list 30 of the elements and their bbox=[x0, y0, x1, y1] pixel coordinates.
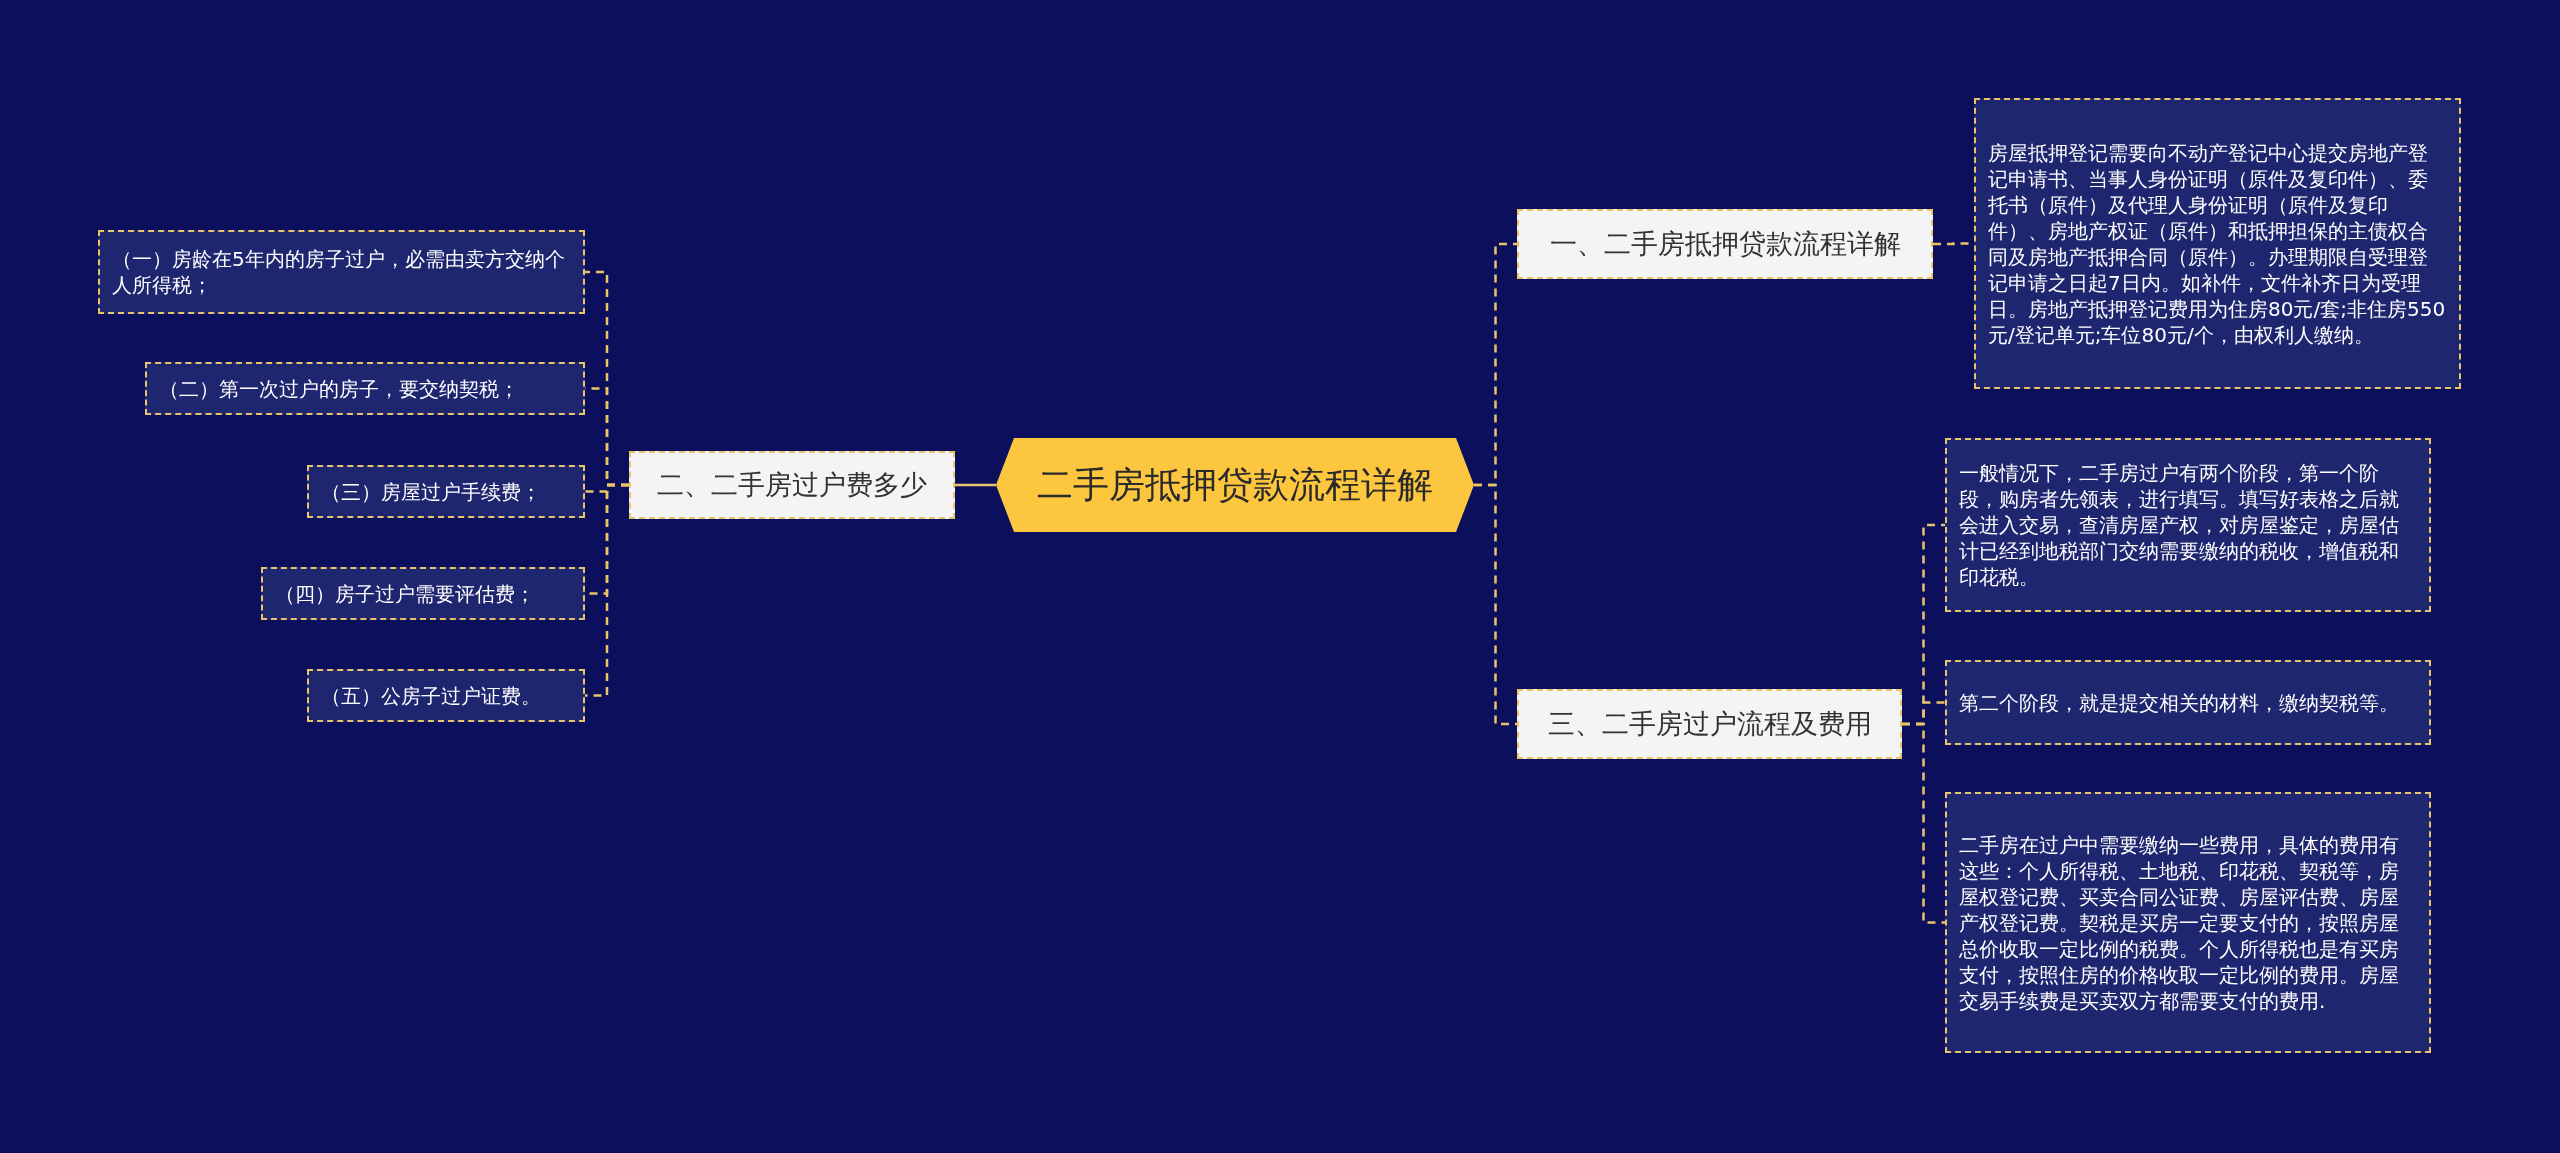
connector-line bbox=[955, 483, 996, 487]
branch-box bbox=[629, 451, 955, 519]
note-box bbox=[1974, 98, 2461, 389]
topic-text: 二手房抵押贷款流程详解 bbox=[1037, 463, 1433, 507]
note-box bbox=[307, 465, 585, 518]
connector-line bbox=[585, 483, 629, 697]
note-box bbox=[1945, 438, 2431, 612]
note-text: （二）第一次过户的房子，要交纳契税； bbox=[159, 375, 520, 402]
note-text: 二手房在过户中需要缴纳一些费用，具体的费用有这些：个人所得税、土地税、印花税、契税等，房屋权登记费、买卖合同公证费、房屋评估费、房屋产权登记费。契税是买房一定要支付的，按照房屋总价收取一定比例的税费。个人所得税也是有买房支付，按照住房的价格收取一定比例的费用。房屋交易手续费是买卖双方都需要支付的费用. bbox=[1959, 831, 2400, 1014]
note-text: （五）公房子过户证费。 bbox=[321, 682, 542, 709]
connector-line bbox=[1902, 722, 1945, 924]
note-text: （一）房龄在5年内的房子过户，必需由卖方交纳个人所得税； bbox=[112, 246, 566, 298]
note-text: 第二个阶段，就是提交相关的材料，缴纳契税等。 bbox=[1959, 689, 2400, 716]
branch-text: 三、二手房过户流程及费用 bbox=[1547, 706, 1872, 741]
note-box bbox=[98, 230, 585, 314]
note-text: 房屋抵押登记需要向不动产登记中心提交房地产登记申请书、当事人身份证明（原件及复印件）、委托书（原件）及代理人身份证明（原件及复印件）、房地产权证（原件）和抵押担保的主债权合同及房地产抵押合同（原件）。办理期限自受理登记申请之日起7日内。如补件，文件补齐日为受理日。房地产抵押登记费用为住房80元/套;非住房550元/登记单元;车位80元/个，由权利人缴纳。 bbox=[1988, 139, 2447, 348]
note-text: （三）房屋过户手续费； bbox=[321, 478, 542, 505]
branch-box bbox=[1517, 689, 1902, 759]
note-text: （四）房子过户需要评估费； bbox=[275, 580, 536, 607]
topic-hexagon bbox=[996, 438, 1474, 532]
connector-line bbox=[1474, 483, 1517, 726]
branch-box bbox=[1517, 209, 1933, 279]
note-box bbox=[1945, 792, 2431, 1053]
note-box bbox=[261, 567, 585, 620]
note-text: 一般情况下，二手房过户有两个阶段，第一个阶段，购房者先领表，进行填写。填写好表格之后就会进入交易，查清房屋产权，对房屋鉴定，房屋估计已经到地税部门交纳需要缴纳的税收，增值税和印花税。 bbox=[1959, 460, 2400, 590]
note-box bbox=[1945, 660, 2431, 745]
note-box bbox=[145, 362, 585, 415]
branch-text: 一、二手房抵押贷款流程详解 bbox=[1549, 226, 1901, 261]
branch-text: 二、二手房过户费多少 bbox=[657, 467, 927, 502]
note-box bbox=[307, 669, 585, 722]
